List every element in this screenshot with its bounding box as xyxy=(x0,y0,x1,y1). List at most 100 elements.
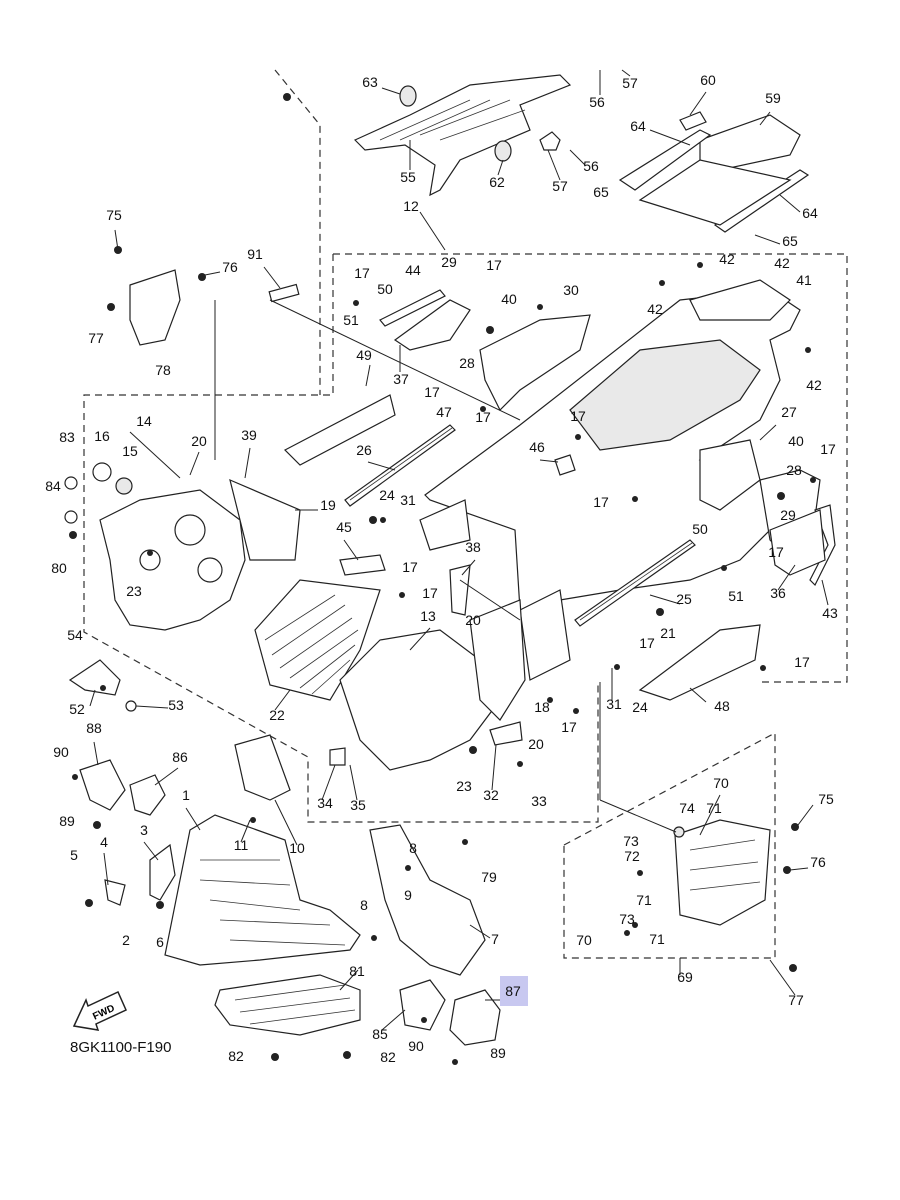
callout-17: 17 xyxy=(475,409,491,425)
callout-81: 81 xyxy=(349,963,365,979)
group-outlines xyxy=(83,69,848,959)
callout-17: 17 xyxy=(424,384,440,400)
callout-6: 6 xyxy=(156,934,164,950)
callout-86: 86 xyxy=(172,749,188,765)
callout-75: 75 xyxy=(106,207,122,223)
callout-17: 17 xyxy=(486,257,502,273)
callout-20: 20 xyxy=(191,433,207,449)
callout-40: 40 xyxy=(501,291,517,307)
callout-89: 89 xyxy=(59,813,75,829)
callout-17: 17 xyxy=(639,635,655,651)
callout-57: 57 xyxy=(622,75,638,91)
highlight-87 xyxy=(500,976,528,1006)
callout-14: 14 xyxy=(136,413,152,429)
callout-76: 76 xyxy=(222,259,238,275)
callout-80: 80 xyxy=(51,560,67,576)
callout-47: 47 xyxy=(436,404,452,420)
callout-17: 17 xyxy=(593,494,609,510)
callout-89: 89 xyxy=(490,1045,506,1061)
callout-17: 17 xyxy=(402,559,418,575)
callout-22: 22 xyxy=(269,707,285,723)
callout-50: 50 xyxy=(377,281,393,297)
callout-2: 2 xyxy=(122,932,130,948)
callout-65: 65 xyxy=(782,233,798,249)
callout-35: 35 xyxy=(350,797,366,813)
lower-center-parts xyxy=(79,721,523,1046)
fasteners xyxy=(69,93,816,1065)
callout-12: 12 xyxy=(403,198,419,214)
callout-17: 17 xyxy=(422,585,438,601)
callout-75: 75 xyxy=(818,791,834,807)
callout-78: 78 xyxy=(155,362,171,378)
callout-24: 24 xyxy=(379,487,395,503)
callout-63: 63 xyxy=(362,74,378,90)
callout-44: 44 xyxy=(405,262,421,278)
callout-77: 77 xyxy=(88,330,104,346)
callout-74: 74 xyxy=(679,800,695,816)
callout-59: 59 xyxy=(765,90,781,106)
callout-17: 17 xyxy=(561,719,577,735)
callout-56: 56 xyxy=(583,158,599,174)
callout-31: 31 xyxy=(606,696,622,712)
callout-51: 51 xyxy=(343,312,359,328)
callout-70: 70 xyxy=(713,775,729,791)
callout-9: 9 xyxy=(404,887,412,903)
callout-42: 42 xyxy=(719,251,735,267)
callout-8: 8 xyxy=(409,840,417,856)
callout-83: 83 xyxy=(59,429,75,445)
callout-85: 85 xyxy=(372,1026,388,1042)
callout-46: 46 xyxy=(529,439,545,455)
callout-10: 10 xyxy=(289,840,305,856)
callout-27: 27 xyxy=(781,404,797,420)
callout-33: 33 xyxy=(531,793,547,809)
callout-24: 24 xyxy=(632,699,648,715)
leader-lines xyxy=(89,69,829,1031)
callout-15: 15 xyxy=(122,443,138,459)
diagram-code: 8GK1100-F190 xyxy=(70,1039,171,1056)
callout-90: 90 xyxy=(408,1038,424,1054)
callout-51: 51 xyxy=(728,588,744,604)
callout-57: 57 xyxy=(552,178,568,194)
callout-5: 5 xyxy=(70,847,78,863)
callout-28: 28 xyxy=(459,355,475,371)
heat-exchanger xyxy=(254,579,381,701)
callout-34: 34 xyxy=(317,795,333,811)
callout-71: 71 xyxy=(636,892,652,908)
callout-52: 52 xyxy=(69,701,85,717)
callout-82: 82 xyxy=(228,1048,244,1064)
lower-frame xyxy=(104,734,361,1036)
callout-8: 8 xyxy=(360,897,368,913)
callout-41: 41 xyxy=(796,272,812,288)
left-frame-assembly xyxy=(64,462,301,631)
callout-62: 62 xyxy=(489,174,505,190)
callout-17: 17 xyxy=(570,408,586,424)
callout-76: 76 xyxy=(810,854,826,870)
callout-43: 43 xyxy=(822,605,838,621)
callout-40: 40 xyxy=(788,433,804,449)
callout-30: 30 xyxy=(563,282,579,298)
callout-23: 23 xyxy=(126,583,142,599)
callout-55: 55 xyxy=(400,169,416,185)
callout-29: 29 xyxy=(441,254,457,270)
center-frame xyxy=(339,564,526,771)
callout-90: 90 xyxy=(53,744,69,760)
callout-21: 21 xyxy=(660,625,676,641)
callout-71: 71 xyxy=(649,931,665,947)
callout-16: 16 xyxy=(94,428,110,444)
callout-25: 25 xyxy=(676,591,692,607)
callout-17: 17 xyxy=(354,265,370,281)
callout-77: 77 xyxy=(788,992,804,1008)
callout-65: 65 xyxy=(593,184,609,200)
callout-31: 31 xyxy=(400,492,416,508)
callout-50: 50 xyxy=(692,521,708,537)
fwd-arrow: FWD xyxy=(72,990,127,1031)
callout-19: 19 xyxy=(320,497,336,513)
callout-17: 17 xyxy=(794,654,810,670)
callout-82: 82 xyxy=(380,1049,396,1065)
callout-70: 70 xyxy=(576,932,592,948)
callout-7: 7 xyxy=(491,931,499,947)
callout-53: 53 xyxy=(168,697,184,713)
callout-17: 17 xyxy=(820,441,836,457)
